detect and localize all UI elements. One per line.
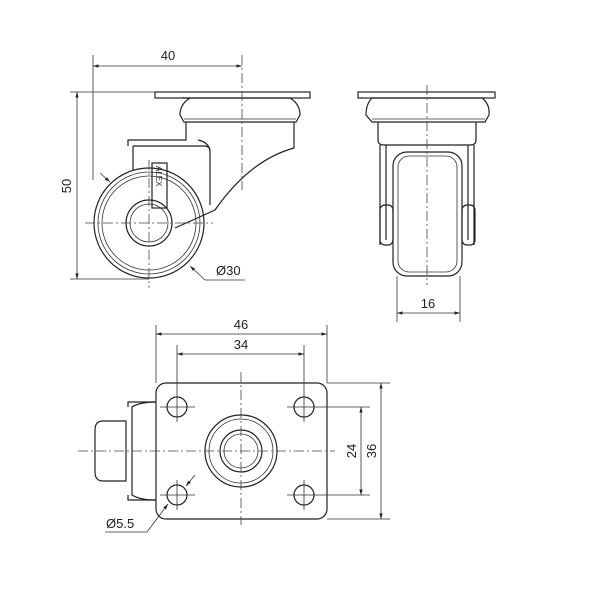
plate-height-label: 36 xyxy=(364,444,379,458)
fork-legs xyxy=(379,145,475,245)
wheel xyxy=(94,420,127,482)
diameter-leader-line xyxy=(99,172,111,183)
hole-diameter-leader-line xyxy=(105,503,169,533)
side-view: ALEX 40 50 Ø30 xyxy=(59,48,311,288)
hole-spacing-y-label: 24 xyxy=(344,444,359,458)
axle-cap xyxy=(379,204,394,246)
fork-corner xyxy=(197,139,211,151)
height-dimension-label: 50 xyxy=(59,179,74,193)
swivel-housing xyxy=(179,97,301,123)
wheel-diameter-label: Ø30 xyxy=(216,263,241,278)
axle-cap xyxy=(461,204,476,246)
front-view: 16 xyxy=(357,85,496,322)
bottom-view: 46 34 36 24 Ø5.5 xyxy=(78,317,390,533)
fork xyxy=(127,122,295,229)
wheel-tread-outline xyxy=(397,155,458,273)
wheel-width-label: 16 xyxy=(421,296,435,311)
swivel-housing xyxy=(365,97,490,123)
wheel xyxy=(392,151,463,277)
logo-plate xyxy=(151,162,168,209)
fork-inner-edge xyxy=(132,145,211,205)
diameter-leader-line xyxy=(189,265,245,281)
width-dimension-label: 40 xyxy=(161,48,175,63)
plate-width-label: 46 xyxy=(234,317,248,332)
mount-plate xyxy=(154,91,311,99)
hole-diameter-leader-line xyxy=(185,474,196,487)
brand-logo: ALEX xyxy=(154,166,163,187)
mount-plate xyxy=(357,91,496,99)
hole-spacing-x-label: 34 xyxy=(234,337,248,352)
hole-diameter-label: Ø5.5 xyxy=(106,516,134,531)
